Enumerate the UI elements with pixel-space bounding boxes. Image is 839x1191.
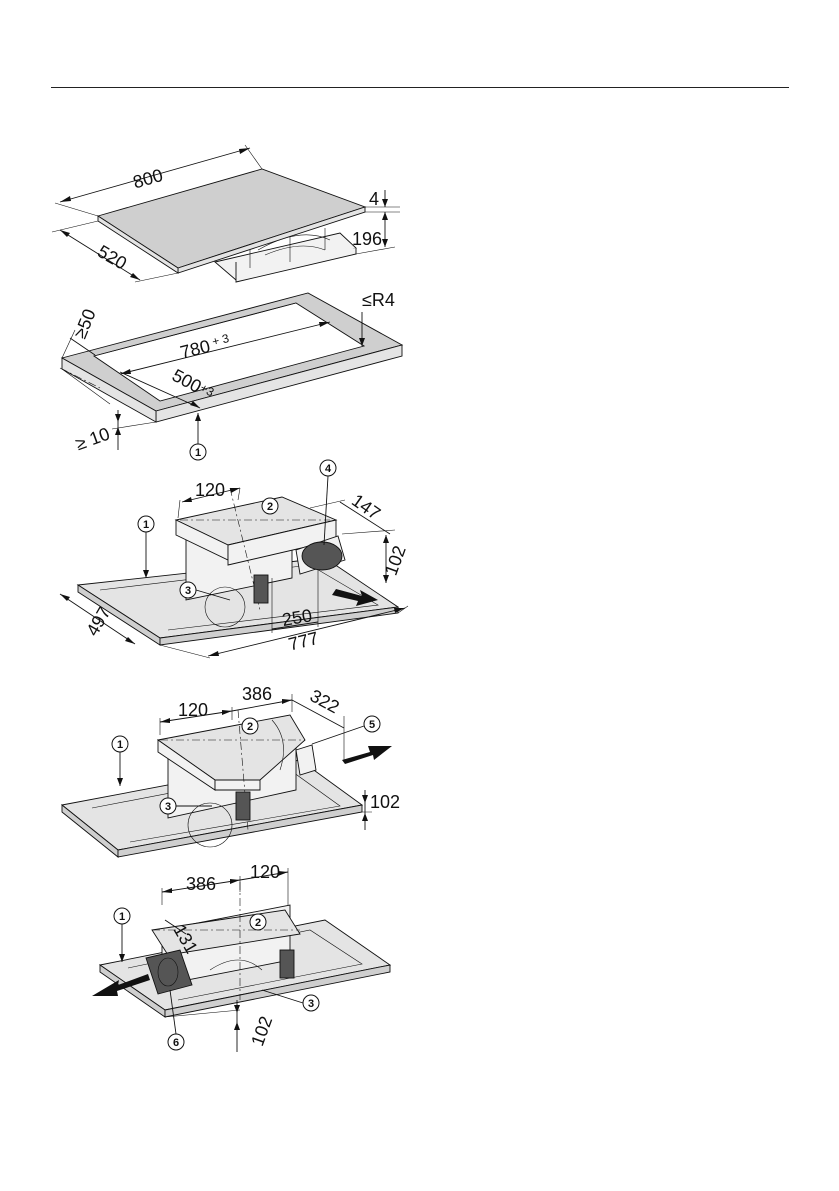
cutout-width-tolerance: + 3: [211, 331, 231, 349]
fig3-callout-2-label: 2: [267, 501, 273, 513]
fig3-callout-4: [319, 459, 337, 477]
fig3-dim-777: 777: [286, 628, 320, 655]
fig4-callout-2-label: 2: [247, 721, 253, 733]
fig5-callout-3: [302, 994, 320, 1012]
fig4-callout-5: [363, 715, 381, 733]
fig3-dim-250: 250: [280, 605, 313, 630]
min-front-label: ≥ 10: [73, 424, 113, 455]
corner-radius-label: ≤R4: [362, 290, 395, 310]
fig3-dim-102: 102: [381, 543, 410, 578]
fig4-dim-322: 322: [307, 686, 343, 718]
fig4-callout-5-label: 5: [369, 719, 375, 731]
fig4-dim-120: 120: [178, 700, 208, 720]
fig5-callout-6-label: 6: [173, 1037, 179, 1049]
fig3-callout-4-label: 4: [325, 463, 332, 475]
fig5-dim-120: 120: [250, 862, 280, 882]
figure-worktop-cutout: ≥50 780 + 3 500 +3 ≤R4 ≥ 10: [59, 290, 404, 461]
fig3-callout-3: [179, 581, 197, 599]
fig3-callout-1: [137, 515, 155, 533]
dim-height-label: 196: [352, 229, 382, 249]
fig5-callout-1-label: 1: [119, 911, 125, 923]
dim-depth-label: 520: [94, 241, 130, 273]
min-edge-label: ≥50: [70, 306, 100, 341]
fig4-callout-3-label: 3: [165, 801, 171, 813]
fig3-callout-3-label: 3: [185, 585, 191, 597]
fig5-dim-102: 102: [247, 1014, 276, 1049]
callout-1: [189, 443, 207, 461]
fig3-callout-2: [261, 497, 279, 515]
fig5-callout-2-label: 2: [255, 917, 261, 929]
fig4-dim-386: 386: [242, 684, 272, 704]
fig5-callout-6: [167, 1033, 185, 1051]
fig5-callout-1: [113, 907, 131, 925]
cutout-depth-tolerance: +3: [198, 381, 217, 400]
fig4-dim-102: 102: [370, 792, 400, 812]
dim-width-label: 800: [131, 165, 165, 193]
figure-right-exhaust: 120 386 322 102 1 2 3 5: [60, 684, 400, 858]
figure-left-exhaust: 386 120 131 102 1 2 3 6: [92, 862, 392, 1052]
fig4-callout-2: [241, 717, 259, 735]
fig4-callout-1: [111, 735, 129, 753]
fig5-callout-2: [249, 913, 267, 931]
fig4-callout-3: [159, 797, 177, 815]
fig5-dim-386: 386: [186, 874, 216, 894]
fig3-callout-1-label: 1: [143, 519, 149, 531]
fig3-dim-147: 147: [348, 490, 384, 524]
callout-1-label: 1: [195, 447, 201, 459]
figure-appliance-dimensions: 800 520 4 196: [51, 144, 400, 283]
fig4-callout-1-label: 1: [117, 739, 123, 751]
dim-glass-thickness-label: 4: [369, 189, 379, 209]
fig5-callout-3-label: 3: [308, 998, 314, 1010]
figure-rear-exhaust: 120 147 102 250 497 777: [59, 459, 410, 659]
fig3-dim-120: 120: [195, 480, 225, 500]
header-rule: [51, 87, 789, 88]
